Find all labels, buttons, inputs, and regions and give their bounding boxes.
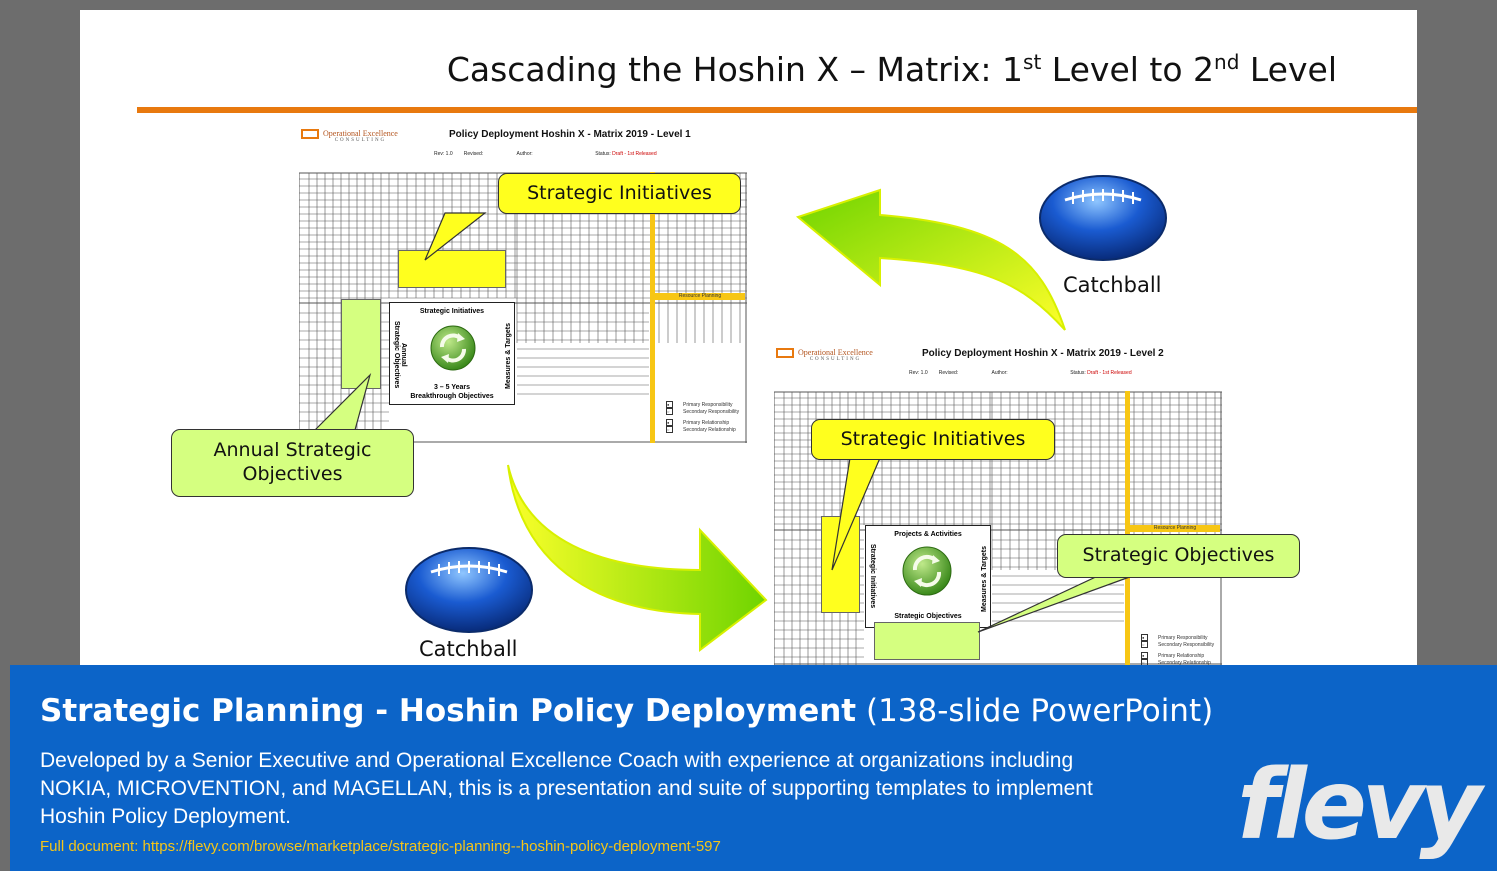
initiatives-highlight (398, 250, 506, 288)
legend-label: Secondary Responsibility (683, 408, 740, 415)
legend-symbol-icon: ● (1141, 634, 1148, 641)
center-left-label: Annual Strategic Objectives (393, 321, 407, 389)
legend-item: ○ Secondary Relationship (666, 426, 739, 433)
legend-item: ● Primary Relationship (1141, 652, 1214, 659)
legend-symbol-icon: ○ (1141, 659, 1148, 665)
slide-title: Cascading the Hoshin X – Matrix: 1st Lev… (446, 50, 1337, 89)
catchball-label-top: Catchball (1063, 273, 1162, 297)
legend-label: Primary Relationship (1158, 652, 1205, 659)
catchball-label-bottom: Catchball (419, 637, 518, 661)
matrix-legend: ● Primary Responsibility ○ Secondary Respon… (1141, 634, 1214, 665)
legend-label: Secondary Responsibility (1158, 641, 1215, 648)
arrows-and-tails (313, 175, 1167, 653)
footer-banner: Strategic Planning - Hoshin Policy Deplo… (10, 665, 1497, 871)
callout-strategic-objectives: Strategic Objectives (1057, 534, 1300, 578)
legend-symbol-icon: ○ (666, 426, 673, 433)
logo-mark-icon (776, 348, 794, 358)
callout-strategic-initiatives-2: Strategic Initiatives (811, 419, 1055, 460)
matrix-legend: ● Primary Responsibility ○ Secondary Respon… (666, 401, 739, 433)
legend-item: ○ Secondary Responsibility (666, 408, 739, 415)
cycle-icon (902, 546, 952, 596)
football-icon-bottom (405, 547, 533, 633)
legend-item: ○ Secondary Responsibility (1141, 641, 1214, 648)
flevy-logo: flevy (1237, 749, 1482, 861)
resource-column-bar (1125, 391, 1130, 665)
callout-annual-strategic-objectives: Annual Strategic Objectives (171, 429, 414, 497)
matrix-header: Policy Deployment Hoshin X - Matrix 2019… (922, 348, 1164, 359)
matrix-header: Policy Deployment Hoshin X - Matrix 2019… (449, 129, 691, 140)
legend-item: ● Primary Responsibility (666, 401, 739, 408)
resource-column-bar (650, 172, 655, 443)
legend-symbol-icon: ● (666, 401, 673, 408)
catchball-arrow-up (795, 188, 1066, 331)
matrix-meta: Rev: 1.0 Revised: Author: Status: Draft … (434, 151, 657, 157)
document-link[interactable]: Full document: https://flevy.com/browse/… (40, 838, 721, 855)
matrix-center-box: Projects & Activities Strategic Initiati… (865, 525, 991, 628)
legend-label: Primary Relationship (683, 419, 730, 426)
legend-label: Secondary Relationship (1158, 659, 1211, 665)
center-left-label: Strategic Initiatives (869, 544, 876, 609)
legend-label: Primary Responsibility (683, 401, 733, 408)
objectives-highlight-level2 (874, 622, 980, 660)
matrix-center-box: Strategic Initiatives Annual Strategic O… (389, 302, 515, 405)
legend-item: ○ Secondary Relationship (1141, 659, 1214, 665)
center-bottom-label: Strategic Objectives (894, 613, 962, 620)
title-underline (137, 107, 1417, 113)
logo-mark-icon (301, 129, 319, 139)
document-description: Developed by a Senior Executive and Oper… (40, 749, 1093, 828)
callout-strategic-initiatives-1: Strategic Initiatives (498, 173, 741, 214)
matrix-meta: Rev: 1.0 Revised: Author: Status: Draft … (909, 370, 1132, 376)
legend-label: Secondary Relationship (683, 426, 736, 433)
annual-objectives-highlight (341, 299, 381, 389)
legend-item: ● Primary Relationship (666, 419, 739, 426)
center-top-label: Projects & Activities (894, 531, 962, 538)
document-title: Strategic Planning - Hoshin Policy Deplo… (40, 693, 1214, 729)
football-icon-top (1039, 175, 1167, 261)
legend-symbol-icon: ○ (666, 408, 673, 415)
resource-planning-label: Resource Planning (1130, 525, 1220, 532)
legend-symbol-icon: ● (666, 419, 673, 426)
legend-label: Primary Responsibility (1158, 634, 1208, 641)
legend-item: ● Primary Responsibility (1141, 634, 1214, 641)
center-top-label: Strategic Initiatives (419, 308, 485, 315)
legend-symbol-icon: ○ (1141, 641, 1148, 648)
resource-planning-label: Resource Planning (655, 293, 745, 300)
cycle-icon (430, 325, 476, 371)
catchball-arrow-down (507, 464, 768, 653)
slide: Cascading the Hoshin X – Matrix: 1st Lev… (80, 10, 1417, 665)
legend-symbol-icon: ● (1141, 652, 1148, 659)
